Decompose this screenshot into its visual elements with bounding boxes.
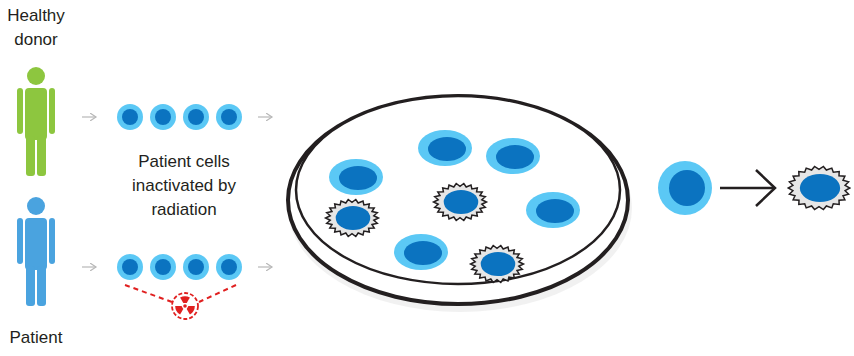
- live-cells: [329, 130, 580, 270]
- radiation-note: Patient cells inactivated by radiation: [109, 150, 259, 222]
- dead-cell-nucleus: [336, 206, 371, 230]
- patient-cells: [117, 254, 242, 280]
- dead-cell-nucleus: [800, 174, 840, 202]
- dead-cells: [326, 166, 850, 282]
- dead-cell-outline: [326, 200, 379, 237]
- flow-arrows: [82, 117, 272, 267]
- donor-figure: [17, 67, 55, 176]
- dead-cell-outline: [434, 184, 487, 221]
- transformation: [658, 161, 775, 215]
- patient-figure: [17, 197, 55, 306]
- petri-dish: [288, 96, 632, 312]
- radiation-symbol: [125, 285, 236, 319]
- patient-label: Patient: [0, 326, 73, 350]
- dead-cell-nucleus: [444, 190, 479, 214]
- dead-cell-nucleus: [481, 252, 516, 276]
- donor-label: Healthy donor: [0, 4, 73, 52]
- dead-cell-outline: [471, 246, 524, 283]
- donor-cells: [117, 104, 242, 130]
- dead-cell-outline: [788, 166, 850, 209]
